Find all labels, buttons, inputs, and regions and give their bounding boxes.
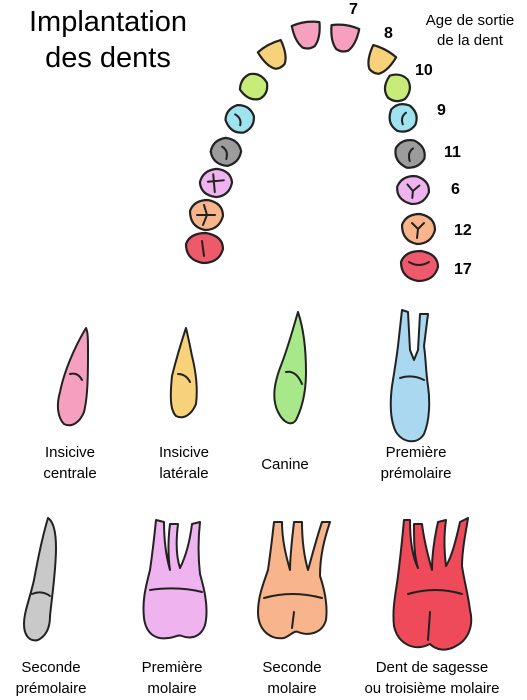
label-canine: Canine <box>235 454 335 475</box>
tooth-second-molar <box>257 521 331 640</box>
tooth-first-premolar <box>389 309 431 443</box>
label-third-molar: Dent de sagesse ou troisième molaire <box>342 657 522 699</box>
arch-right-first-molar <box>396 175 430 206</box>
label-second-premolar-line-1: Seconde <box>21 659 81 676</box>
label-lateral-incisor: Insicive latérale <box>134 442 234 484</box>
age-label-first-molar: 6 <box>451 181 460 198</box>
label-second-molar-line-1: Seconde <box>262 659 322 676</box>
arch-right-canine <box>383 73 411 103</box>
arch-left-lateral-incisor <box>256 38 287 70</box>
label-first-premolar-line-1: Première <box>385 444 447 461</box>
tooth-third-molar <box>392 517 473 651</box>
arch-left-third-molar <box>184 231 225 265</box>
age-label-canine: 10 <box>415 62 433 79</box>
label-lateral-incisor-line-2: latérale <box>159 465 209 482</box>
label-central-incisor-line-2: centrale <box>43 465 97 482</box>
age-label-first-premolar: 9 <box>437 102 446 119</box>
tooth-central-incisor <box>56 327 89 427</box>
arch-right-first-premolar <box>388 103 418 133</box>
label-central-incisor: Insicive centrale <box>20 442 120 484</box>
label-first-molar: Première molaire <box>122 657 222 699</box>
label-canine-line-1: Canine <box>261 456 309 473</box>
label-third-molar-line-1: Dent de sagesse <box>375 659 489 676</box>
label-lateral-incisor-line-1: Insicive <box>158 444 210 461</box>
label-second-premolar: Seconde prémolaire <box>0 657 106 699</box>
arch-left-second-premolar <box>209 136 243 168</box>
legend-line-2: de la dent <box>437 32 503 49</box>
arch-left-canine <box>238 72 269 101</box>
diagram-title: Implantation des dents <box>8 4 208 76</box>
tooth-canine <box>273 311 307 425</box>
tooth-second-premolar <box>23 517 57 642</box>
label-second-molar-line-2: molaire <box>267 680 317 697</box>
arch-left-second-molar <box>188 198 225 232</box>
title-line-1: Implantation <box>29 6 187 38</box>
arch-left-central-incisor <box>290 20 321 50</box>
label-second-molar: Seconde molaire <box>242 657 342 699</box>
label-first-molar-line-2: molaire <box>147 680 197 697</box>
label-third-molar-line-2: ou troisième molaire <box>364 680 500 697</box>
arch-right-second-premolar <box>394 139 426 169</box>
age-label-third-molar: 17 <box>454 261 472 278</box>
title-line-2: des dents <box>45 42 171 74</box>
label-first-molar-line-1: Première <box>141 659 203 676</box>
arch-right-second-molar <box>400 212 437 246</box>
dental-arch <box>184 20 440 283</box>
age-label-central-incisor: 7 <box>349 1 358 18</box>
arch-left-first-molar <box>198 167 234 199</box>
legend-line-1: Age de sortie <box>425 12 515 29</box>
arch-right-central-incisor <box>330 23 361 53</box>
age-label-second-premolar: 11 <box>444 144 461 161</box>
tooth-lateral-incisor <box>169 327 198 419</box>
label-central-incisor-line-1: Insicive <box>44 444 96 461</box>
tooth-first-molar <box>142 519 208 640</box>
age-legend: Age de sortie de la dent <box>418 11 522 51</box>
label-first-premolar: Première prémolaire <box>356 442 476 484</box>
label-second-premolar-line-2: prémolaire <box>15 680 87 697</box>
arch-right-third-molar <box>399 249 440 283</box>
age-label-second-molar: 12 <box>454 222 472 239</box>
label-first-premolar-line-2: prémolaire <box>380 465 452 482</box>
arch-left-first-premolar <box>224 104 255 134</box>
age-label-lateral-incisor: 8 <box>384 25 393 42</box>
arch-right-lateral-incisor <box>367 43 398 75</box>
